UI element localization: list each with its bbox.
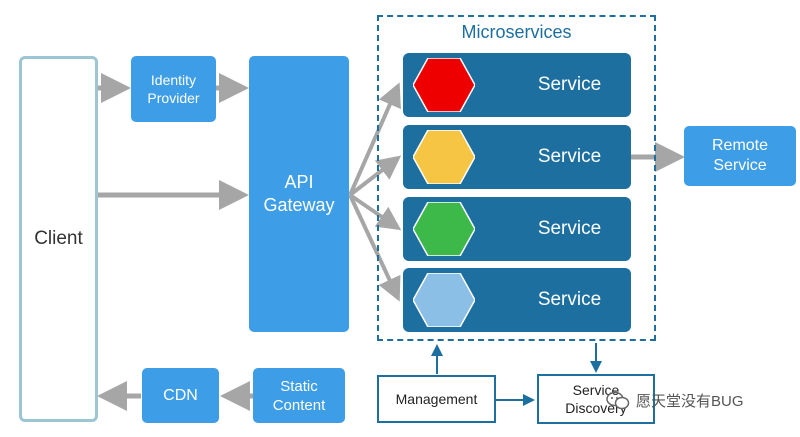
arrow-gateway-service-3 <box>348 193 402 231</box>
management-box: Management <box>377 375 496 423</box>
service-discovery-box: Service Discovery <box>537 374 655 424</box>
microservices-title: Microservices <box>461 22 572 42</box>
service-1-label: Service <box>537 74 602 95</box>
service-4-label: Service <box>537 289 602 310</box>
watermark: 愿天堂没有BUG <box>606 390 744 411</box>
watermark-label: 愿天堂没有BUG <box>636 393 744 410</box>
hexagon-icon <box>413 273 475 327</box>
client-label: Client <box>34 228 83 249</box>
client-box: Client <box>19 56 98 422</box>
service-2: Service <box>403 125 631 189</box>
remote-service-box: Remote Service <box>684 126 796 186</box>
arrow-gateway-service-1 <box>348 82 401 196</box>
microservices-boundary <box>377 15 656 341</box>
static-content-label: Static Content <box>272 377 326 414</box>
service-4: Service <box>403 268 631 332</box>
cdn-box: CDN <box>142 368 219 423</box>
wechat-icon <box>606 391 630 409</box>
identity-provider-box: Identity Provider <box>131 56 216 122</box>
service-3-label: Service <box>537 218 602 239</box>
api-gateway-label: API Gateway <box>263 172 335 215</box>
hexagon-icon <box>413 130 475 184</box>
api-gateway-box: API Gateway <box>249 56 349 332</box>
remote-service-label: Remote Service <box>711 137 769 174</box>
identity-provider-label: Identity Provider <box>147 72 200 106</box>
service-3: Service <box>403 197 631 261</box>
arrow-gateway-service-2 <box>348 155 402 197</box>
arrow-gateway-service-4 <box>348 194 401 302</box>
service-2-label: Service <box>537 146 602 167</box>
static-content-box: Static Content <box>253 368 345 423</box>
hexagon-icon <box>413 58 475 112</box>
service-1: Service <box>403 53 631 117</box>
hexagon-icon <box>413 202 475 256</box>
cdn-label: CDN <box>163 386 198 404</box>
management-label: Management <box>395 391 478 407</box>
